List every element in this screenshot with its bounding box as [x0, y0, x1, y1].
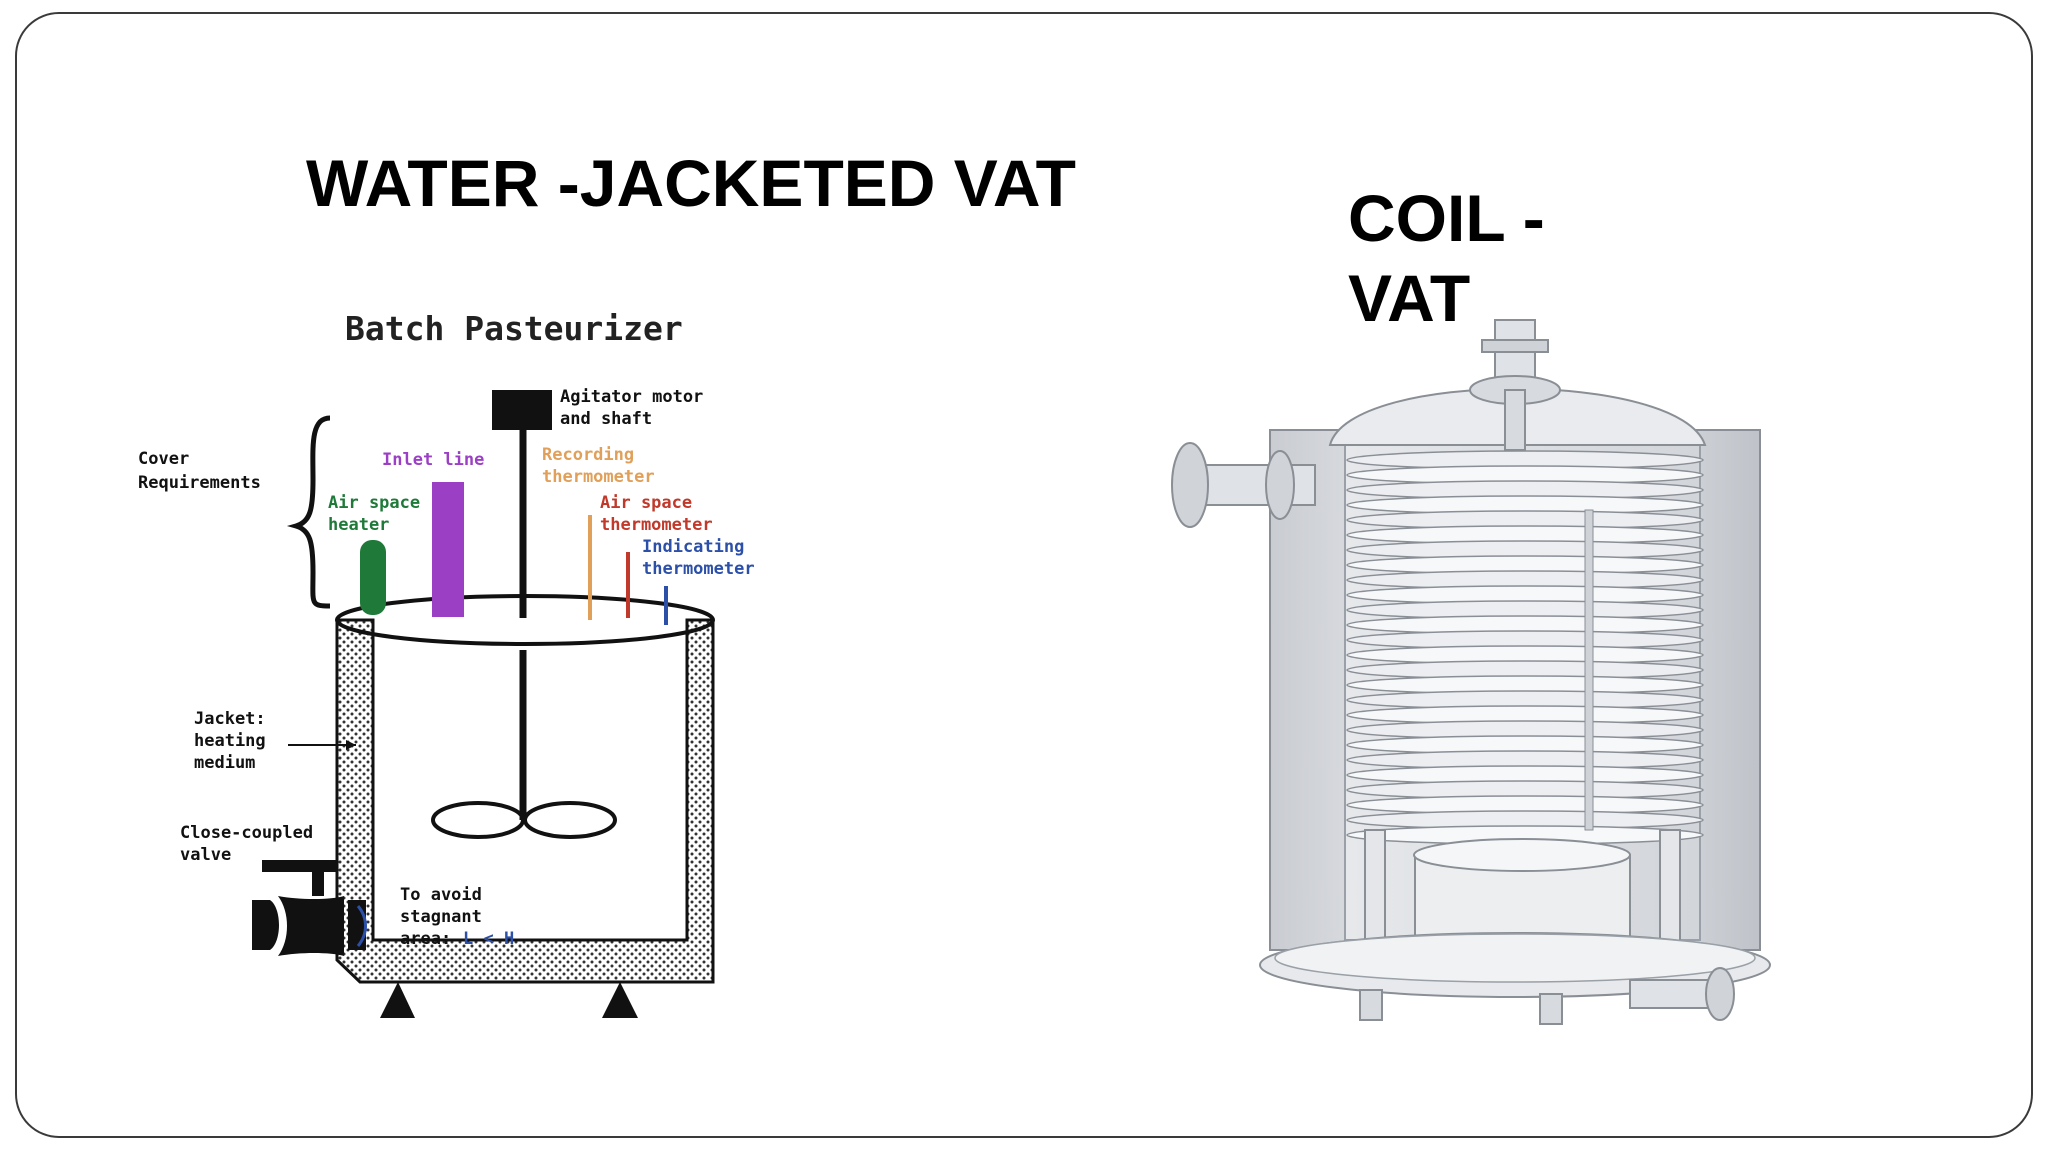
label-indicating-2: thermometer — [642, 559, 755, 579]
label-jacket-2: heating — [194, 731, 266, 751]
cover-brace — [286, 415, 331, 609]
label-valve-1: Close-coupled — [180, 823, 313, 843]
coil-vat-title: COIL -VAT — [1348, 178, 1608, 338]
coil-support-rod — [1584, 509, 1594, 831]
coil-vat-title-line1: COIL - — [1348, 181, 1545, 255]
label-air-heater-1: Air space — [328, 493, 420, 513]
agitator-blade-left — [431, 801, 525, 839]
label-stagnant-3: area: — [400, 929, 451, 949]
water-jacketed-vat-title: WATER -JACKETED VAT — [306, 146, 1076, 220]
close-coupled-valve — [252, 896, 366, 956]
label-agitator-2: and shaft — [560, 409, 652, 429]
valve-handle — [262, 860, 338, 872]
label-inlet-line: Inlet line — [382, 450, 484, 470]
label-stagnant-4: L < H — [463, 929, 514, 949]
coil-vat-illustration — [1171, 319, 1771, 1025]
label-stagnant-1: To avoid — [400, 885, 482, 905]
label-indicating-1: Indicating — [642, 537, 744, 557]
label-valve-2: valve — [180, 845, 231, 865]
agitator-motor — [492, 390, 552, 430]
label-stagnant-2: stagnant — [400, 907, 482, 927]
label-jacket-3: medium — [194, 753, 255, 773]
label-cover-1: Cover — [138, 449, 189, 469]
label-agitator-1: Agitator motor — [560, 387, 703, 407]
coil-vat-title-line2: VAT — [1348, 261, 1471, 335]
heating-coil — [1346, 450, 1704, 845]
label-recording-2: thermometer — [542, 467, 655, 487]
leg-left — [380, 982, 415, 1018]
batch-pasteurizer-diagram: Batch Pasteurizer Agitator motor and sha… — [138, 309, 755, 1018]
label-air-heater-2: heater — [328, 515, 389, 535]
label-recording-1: Recording — [542, 445, 634, 465]
air-space-heater — [360, 540, 386, 615]
foot-left — [1359, 989, 1383, 1021]
agitator-blade-right — [523, 801, 617, 839]
inlet-line — [432, 482, 464, 617]
leg-right — [602, 982, 638, 1018]
label-jacket-1: Jacket: — [194, 709, 266, 729]
diagram-title: Batch Pasteurizer — [345, 309, 683, 348]
foot-right — [1539, 993, 1563, 1025]
label-air-thermo-2: thermometer — [600, 515, 713, 535]
outlet-pipe — [1629, 979, 1721, 1009]
label-cover-2: Requirements — [138, 473, 261, 493]
label-air-thermo-1: Air space — [600, 493, 692, 513]
